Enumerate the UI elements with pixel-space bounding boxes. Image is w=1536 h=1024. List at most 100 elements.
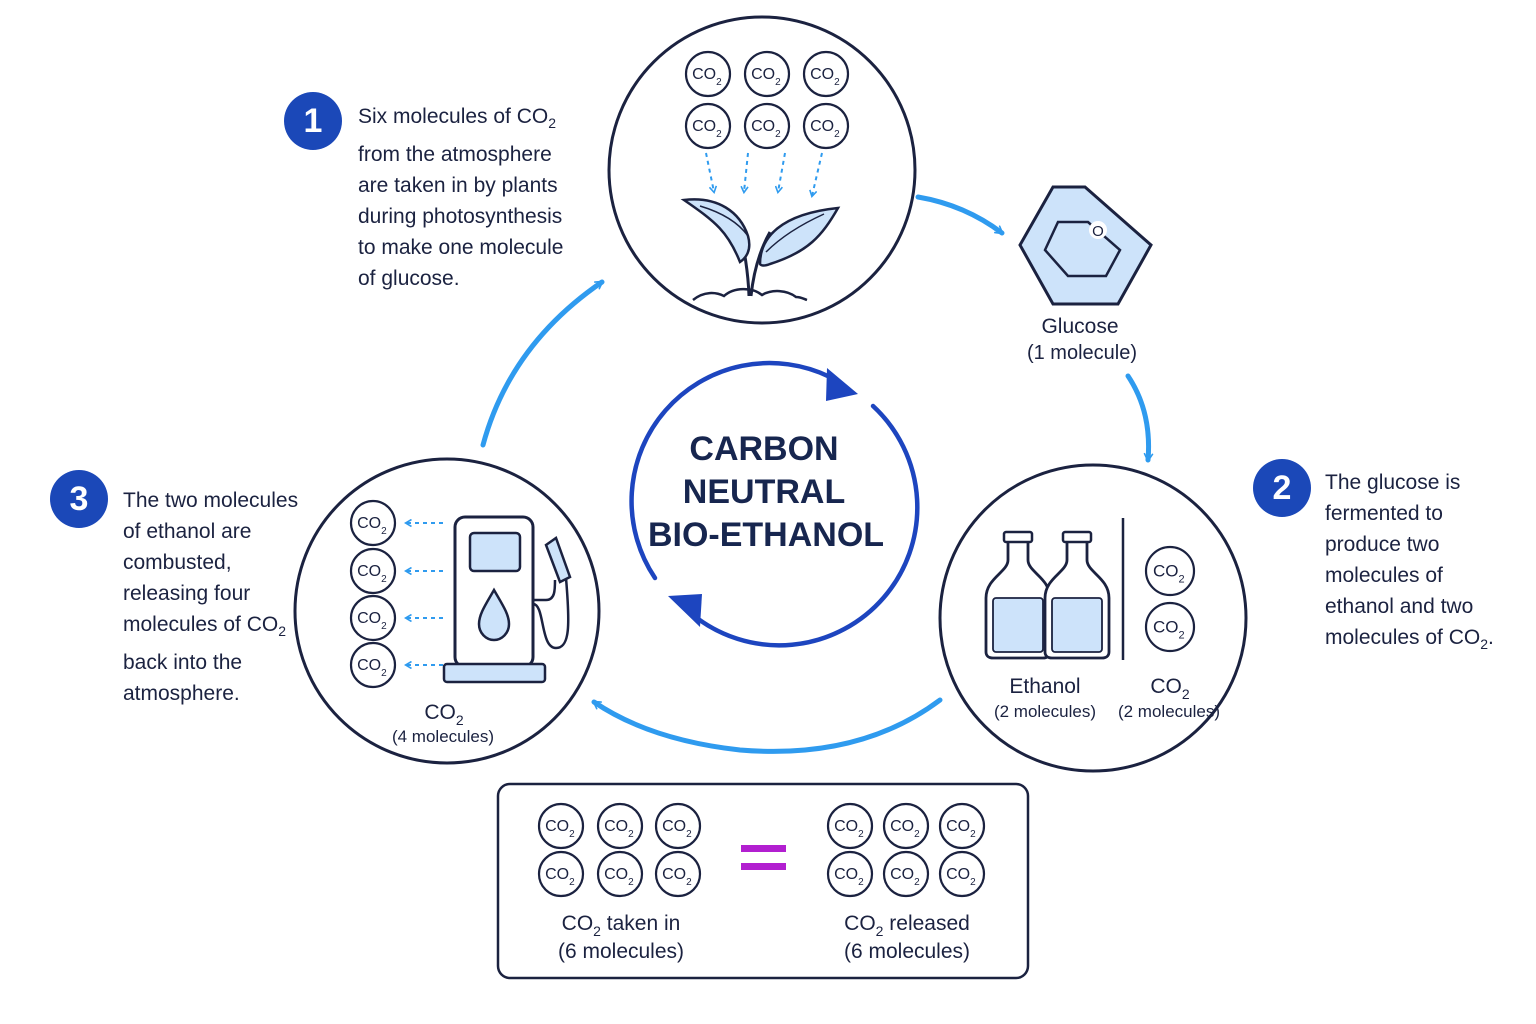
co2-label: CO2 [1153, 617, 1185, 641]
description-line: during photosynthesis [358, 205, 563, 229]
co2-label: CO2 [692, 66, 722, 88]
description-line: back into the [123, 651, 243, 675]
co2-label: CO2 [357, 657, 387, 679]
co2-label: CO2 [810, 118, 840, 140]
co2-label: CO2 [810, 66, 840, 88]
co2-label: CO2 [357, 563, 387, 585]
ethanol-bottle-icon [984, 530, 1052, 660]
absorption-arrows [705, 152, 823, 196]
center-cycle: CARBON NEUTRAL BIO-ETHANOL [629, 360, 920, 648]
description-line: atmosphere. [123, 682, 240, 706]
co2-label: CO2 [751, 66, 781, 88]
arrow-combustion-to-plant [480, 279, 605, 448]
co2-label: CO2 [751, 118, 781, 140]
co2-molecule: CO2 [654, 850, 702, 898]
co2-molecule: CO2 [349, 499, 397, 547]
center-title-line-3: BIO-ETHANOL [648, 516, 884, 554]
glucose-label: Glucose [1041, 315, 1118, 338]
co2-molecule: CO2 [882, 850, 930, 898]
co2-molecule: CO2 [826, 802, 874, 850]
co2-label: CO2 [545, 818, 575, 840]
description-line: molecules of CO2 [123, 613, 287, 640]
co2-molecule: CO2 [654, 802, 702, 850]
co2-molecule: CO2 [743, 50, 791, 98]
center-title-line-1: CARBON [689, 430, 838, 468]
fermentation-co2-count: (2 molecules) [1118, 702, 1220, 721]
equals-bar-top [741, 845, 786, 852]
center-title-line-2: NEUTRAL [683, 473, 845, 511]
co2-molecule: CO2 [684, 102, 732, 150]
co2-label: CO2 [890, 818, 920, 840]
description-line: molecules of [1325, 564, 1443, 587]
glucose-count: (1 molecule) [1027, 342, 1137, 364]
description-line: of glucose. [358, 267, 460, 291]
ethanol-bottle-icon [1043, 530, 1111, 660]
co2-label: CO2 [662, 818, 692, 840]
arrow-plant-to-glucose [915, 194, 1005, 236]
co2-molecule: CO2 [349, 641, 397, 689]
fuel-pump-icon [442, 515, 572, 684]
equals-bar-bottom [741, 863, 786, 870]
description-line: fermented to [1325, 502, 1443, 525]
release-arrows [406, 523, 443, 665]
co2-taken-in-label: CO2 taken in [562, 912, 681, 939]
co2-molecule: CO2 [349, 594, 397, 642]
step-2-badge: 2 [1253, 459, 1311, 517]
co2-label: CO2 [604, 866, 634, 888]
co2-released-count: (6 molecules) [844, 940, 970, 963]
co2-released-label: CO2 released [844, 912, 970, 939]
co2-label: CO2 [834, 818, 864, 840]
co2-molecule: CO2 [1144, 601, 1196, 653]
co2-molecule: CO2 [938, 802, 986, 850]
co2-label: CO2 [1153, 561, 1185, 585]
co2-label: CO2 [692, 118, 722, 140]
co2-molecule: CO2 [349, 547, 397, 595]
co2-molecule: CO2 [596, 802, 644, 850]
step-2-description: The glucose is fermented to produce two mol… [1325, 467, 1494, 660]
co2-label: CO2 [946, 866, 976, 888]
co2-taken-in-count: (6 molecules) [558, 940, 684, 963]
ethanol-label: Ethanol [1009, 675, 1080, 698]
co2-label: CO2 [604, 818, 634, 840]
description-line: of ethanol are [123, 520, 252, 543]
step-3-badge: 3 [50, 470, 108, 528]
glucose-molecule: O Glucose (1 molecule) [1018, 185, 1153, 364]
step-1-badge: 1 [284, 92, 342, 150]
co2-label: CO2 [946, 818, 976, 840]
plant-icon [680, 198, 841, 302]
co2-molecule: CO2 [743, 102, 791, 150]
co2-molecule: CO2 [1144, 545, 1196, 597]
co2-molecule: CO2 [882, 802, 930, 850]
description-line: produce two [1325, 533, 1440, 556]
co2-molecule: CO2 [537, 802, 585, 850]
co2-label: CO2 [662, 866, 692, 888]
co2-label: CO2 [357, 515, 387, 537]
description-line: ethanol and two [1325, 595, 1474, 618]
co2-molecule: CO2 [684, 50, 732, 98]
description-line: combusted, [123, 551, 232, 574]
combustion-co2-count: (4 molecules) [392, 727, 494, 746]
co2-label: CO2 [890, 866, 920, 888]
co2-label: CO2 [357, 610, 387, 632]
arrow-glucose-to-fermentation [1125, 373, 1154, 463]
description-line: are taken in by plants [358, 174, 558, 198]
glucose-oxygen-atom: O [1092, 223, 1104, 240]
description-line: The glucose is [1325, 471, 1461, 494]
ethanol-count: (2 molecules) [994, 702, 1096, 721]
description-line: to make one molecule [358, 236, 564, 260]
ethanol-bottles [984, 530, 1111, 660]
description-line: The two molecules [123, 489, 299, 512]
co2-molecule: CO2 [826, 850, 874, 898]
description-line: from the atmosphere [358, 143, 552, 167]
co2-molecule: CO2 [802, 102, 850, 150]
description-line: molecules of CO2. [1325, 626, 1494, 653]
fermentation-co2-label: CO2 [1150, 675, 1190, 702]
